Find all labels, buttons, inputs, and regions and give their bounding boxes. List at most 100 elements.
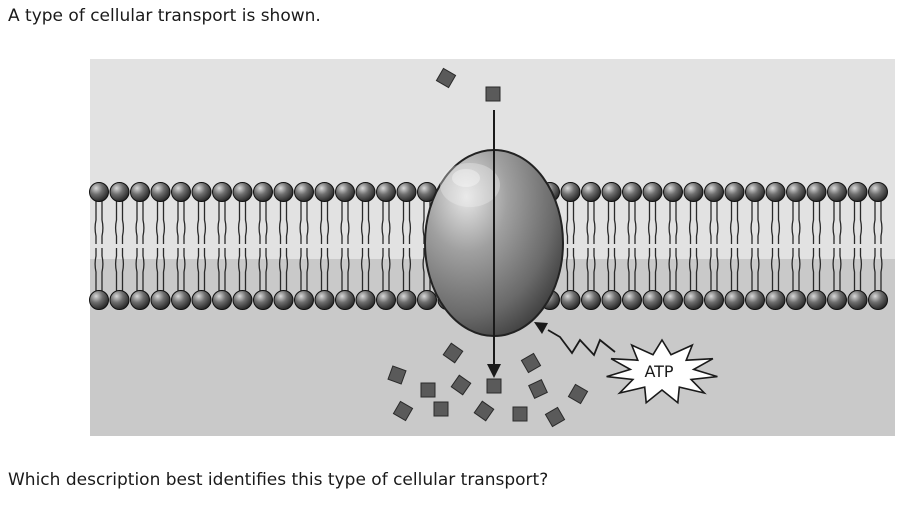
lipid-tail bbox=[565, 200, 569, 244]
lipid-tail bbox=[265, 248, 268, 292]
lipid-head bbox=[724, 182, 745, 202]
lipid-tail bbox=[183, 248, 186, 292]
lipid-tail bbox=[716, 200, 719, 244]
lipid-tail bbox=[278, 248, 282, 292]
lipid-head bbox=[642, 290, 663, 310]
lipid-tail bbox=[859, 200, 863, 244]
lipid-tail bbox=[388, 200, 391, 244]
lipid-head bbox=[314, 290, 335, 310]
lipid-tail bbox=[757, 248, 760, 292]
lipid-tail bbox=[401, 248, 405, 292]
lipid-tail bbox=[340, 248, 343, 292]
lipid-tail bbox=[401, 200, 405, 244]
molecule bbox=[433, 401, 449, 417]
lipid-head bbox=[745, 182, 765, 202]
lipid-head bbox=[663, 290, 683, 310]
lipid-tail bbox=[142, 248, 145, 292]
lipid-tail bbox=[777, 200, 781, 244]
lipid-tail bbox=[750, 248, 753, 292]
lipid-tail bbox=[121, 200, 125, 244]
lipid-head bbox=[765, 182, 786, 202]
lipid-tail bbox=[203, 200, 207, 244]
lipid-head bbox=[622, 290, 642, 310]
lipid-head bbox=[806, 182, 827, 202]
lipid-tail bbox=[326, 200, 330, 244]
molecule bbox=[387, 365, 407, 385]
lipid-tail bbox=[237, 248, 241, 292]
lipid-head bbox=[868, 182, 888, 202]
lipid-tail bbox=[326, 248, 330, 292]
lipid-head bbox=[376, 290, 396, 310]
lipid-tail bbox=[593, 248, 596, 292]
lipid-tail bbox=[278, 200, 282, 244]
lipid-tail bbox=[839, 248, 842, 292]
lipid-head bbox=[581, 182, 601, 202]
lipid-tail bbox=[675, 248, 678, 292]
lipid-tail bbox=[880, 248, 883, 292]
lipid-tail bbox=[668, 248, 671, 292]
lipid-tail bbox=[142, 200, 145, 244]
lipid-tail bbox=[114, 248, 118, 292]
lipid-tail bbox=[299, 200, 302, 244]
lipid-tail bbox=[736, 248, 740, 292]
lipid-tail bbox=[770, 200, 774, 244]
lipid-tail bbox=[798, 200, 801, 244]
lipid-head bbox=[417, 290, 437, 310]
lipid-tail bbox=[381, 200, 384, 244]
lipid-tail bbox=[388, 248, 391, 292]
molecule bbox=[435, 67, 457, 89]
lipid-head bbox=[150, 182, 171, 202]
lipid-head bbox=[396, 290, 417, 310]
lipid-tail bbox=[729, 200, 733, 244]
lipid-tail bbox=[613, 248, 617, 292]
lipid-head bbox=[294, 182, 314, 202]
lipid-tail bbox=[647, 200, 651, 244]
lipid-tail bbox=[873, 200, 876, 244]
atp-label: ATP bbox=[644, 362, 673, 381]
lipid-tail bbox=[94, 200, 97, 244]
lipid-tail bbox=[750, 200, 753, 244]
transport-direction-arrow bbox=[487, 110, 501, 378]
lipid-tail bbox=[593, 200, 596, 244]
lipid-tail bbox=[319, 200, 323, 244]
lipid-tail bbox=[709, 248, 712, 292]
lipid-tail bbox=[729, 248, 733, 292]
lipid-tail bbox=[852, 200, 856, 244]
lipid-tail bbox=[634, 248, 637, 292]
lipid-tail bbox=[306, 200, 309, 244]
lipid-tail bbox=[306, 248, 309, 292]
lipid-tail bbox=[224, 200, 227, 244]
transported-molecules bbox=[387, 67, 589, 428]
lipid-head bbox=[314, 182, 335, 202]
lipid-tail bbox=[736, 200, 740, 244]
lipid-tail bbox=[634, 200, 637, 244]
lipid-head bbox=[560, 290, 581, 310]
lipid-tail bbox=[798, 248, 801, 292]
lipid-tail bbox=[217, 248, 220, 292]
lipid-tail bbox=[880, 200, 883, 244]
lipid-tail bbox=[832, 200, 835, 244]
lipid-tail bbox=[422, 200, 425, 244]
lipid-tail bbox=[244, 200, 248, 244]
lipid-tail bbox=[613, 200, 617, 244]
lipid-tail bbox=[101, 200, 104, 244]
lipid-tail bbox=[791, 248, 794, 292]
lipid-tail bbox=[606, 248, 610, 292]
lipid-tail bbox=[265, 200, 268, 244]
lipid-head bbox=[560, 182, 581, 202]
lipid-tail bbox=[381, 248, 384, 292]
lipid-head bbox=[130, 182, 150, 202]
lipid-tail bbox=[586, 248, 589, 292]
atp-burst: ATP bbox=[606, 338, 718, 405]
lipid-tail bbox=[654, 200, 658, 244]
lipid-head bbox=[335, 182, 355, 202]
lipid-tail bbox=[839, 200, 842, 244]
lipid-head bbox=[683, 182, 704, 202]
lipid-head bbox=[212, 290, 232, 310]
lipid-head bbox=[786, 182, 806, 202]
lipid-tail bbox=[606, 200, 610, 244]
lipid-tail bbox=[258, 248, 261, 292]
lipid-tail bbox=[709, 200, 712, 244]
lipid-head bbox=[806, 290, 827, 310]
